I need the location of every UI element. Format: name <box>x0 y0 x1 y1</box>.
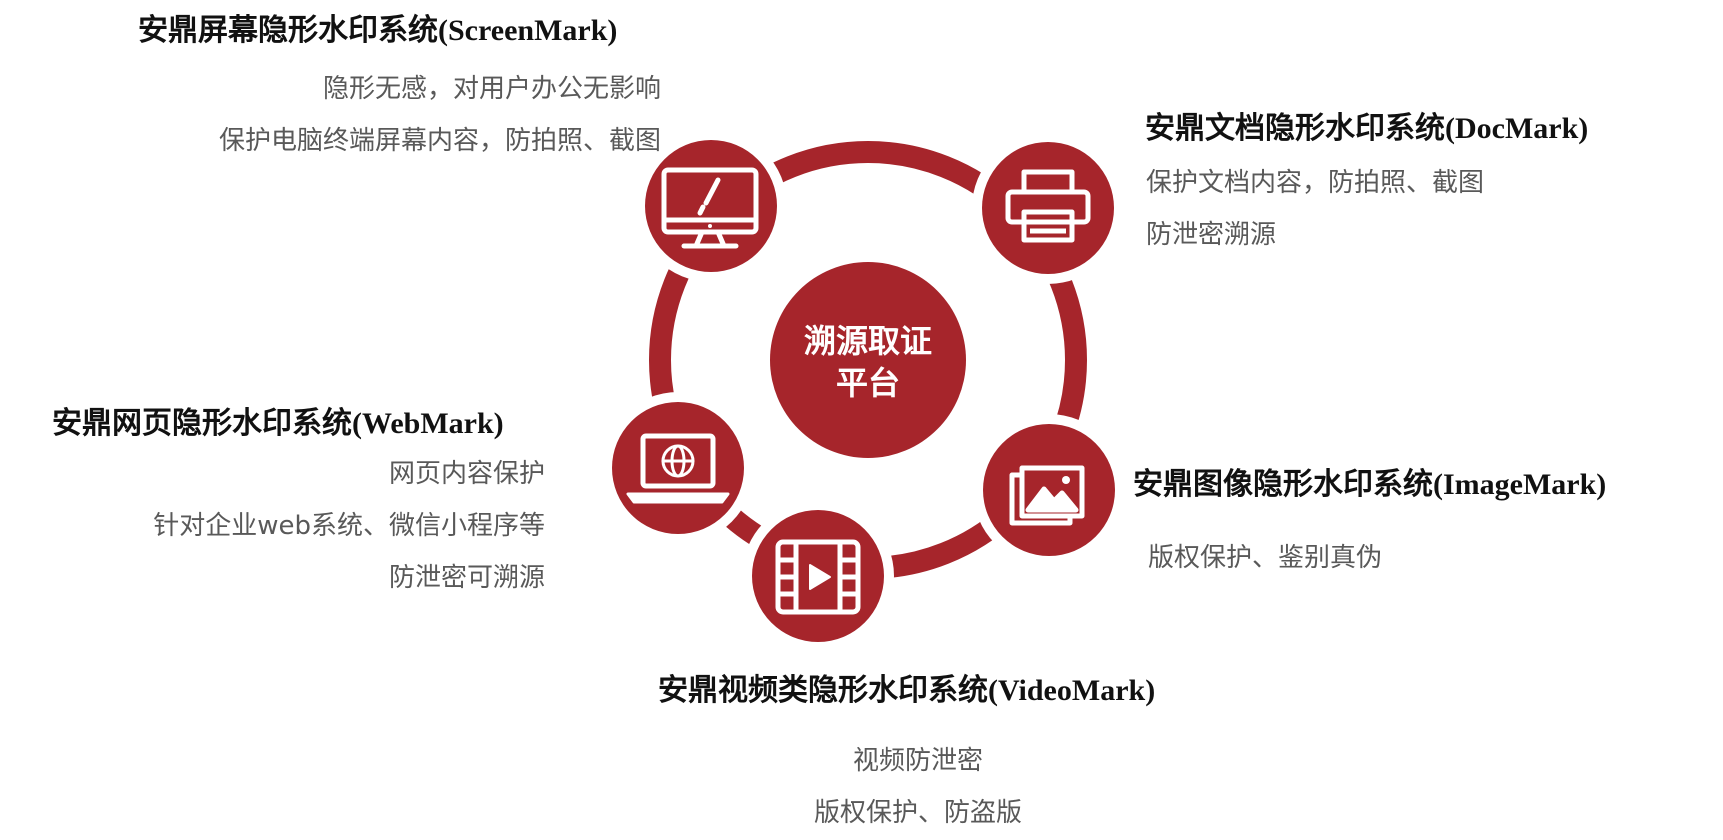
imagemark-desc-1: 版权保护、鉴别真伪 <box>1148 543 1383 573</box>
screenmark-title: 安鼎屏幕隐形水印系统(ScreenMark) <box>138 16 617 46</box>
monitor-icon <box>661 167 759 249</box>
center-label-line2: 平台 <box>836 364 900 402</box>
web-node <box>612 402 744 534</box>
videomark-title-cn: 安鼎视频类隐形水印系统 <box>658 673 988 708</box>
webmark-title-cn: 安鼎网页隐形水印系统 <box>52 406 352 441</box>
webmark-title-en: (WebMark) <box>352 407 504 440</box>
center-platform-circle <box>770 262 966 458</box>
screenmark-desc-1: 隐形无感，对用户办公无影响 <box>322 74 661 104</box>
docmark-title: 安鼎文档隐形水印系统(DocMark) <box>1145 114 1588 144</box>
webmark-desc-2: 针对企业web系统、微信小程序等 <box>153 513 545 539</box>
videomark-title: 安鼎视频类隐形水印系统(VideoMark) <box>658 676 1155 706</box>
docmark-desc-1: 保护文档内容，防拍照、截图 <box>1146 168 1485 198</box>
screenmark-title-en: (ScreenMark) <box>438 14 618 47</box>
videomark-title-en: (VideoMark) <box>988 674 1156 707</box>
imagemark-title-en: (ImageMark) <box>1433 468 1607 501</box>
docmark-title-cn: 安鼎文档隐形水印系统 <box>1145 111 1445 146</box>
webmark-desc-3: 防泄密可溯源 <box>388 563 545 593</box>
webmark-title: 安鼎网页隐形水印系统(WebMark) <box>52 409 504 439</box>
videomark-desc-2: 版权保护、防盗版 <box>813 798 1022 828</box>
docmark-title-en: (DocMark) <box>1445 112 1589 145</box>
imagemark-title-cn: 安鼎图像隐形水印系统 <box>1133 467 1433 502</box>
doc-node <box>982 142 1114 274</box>
docmark-desc-2: 防泄密溯源 <box>1146 220 1277 250</box>
screenmark-title-cn: 安鼎屏幕隐形水印系统 <box>138 13 438 48</box>
video-node <box>752 510 884 642</box>
image-node <box>983 424 1115 556</box>
videomark-desc-1: 视频防泄密 <box>852 746 983 776</box>
center-label-line1: 溯源取证 <box>804 322 932 360</box>
printer-icon <box>1005 169 1091 243</box>
image-gallery-icon <box>1009 465 1085 526</box>
laptop-globe-icon <box>626 433 730 504</box>
webmark-desc-1: 网页内容保护 <box>388 459 545 489</box>
screen-node <box>645 140 777 272</box>
screenmark-desc-2: 保护电脑终端屏幕内容，防拍照、截图 <box>218 126 661 156</box>
video-film-icon <box>775 539 861 615</box>
webmark-desc-2-text: 针对企业web系统、微信小程序等 <box>153 511 545 541</box>
imagemark-title: 安鼎图像隐形水印系统(ImageMark) <box>1133 470 1606 500</box>
